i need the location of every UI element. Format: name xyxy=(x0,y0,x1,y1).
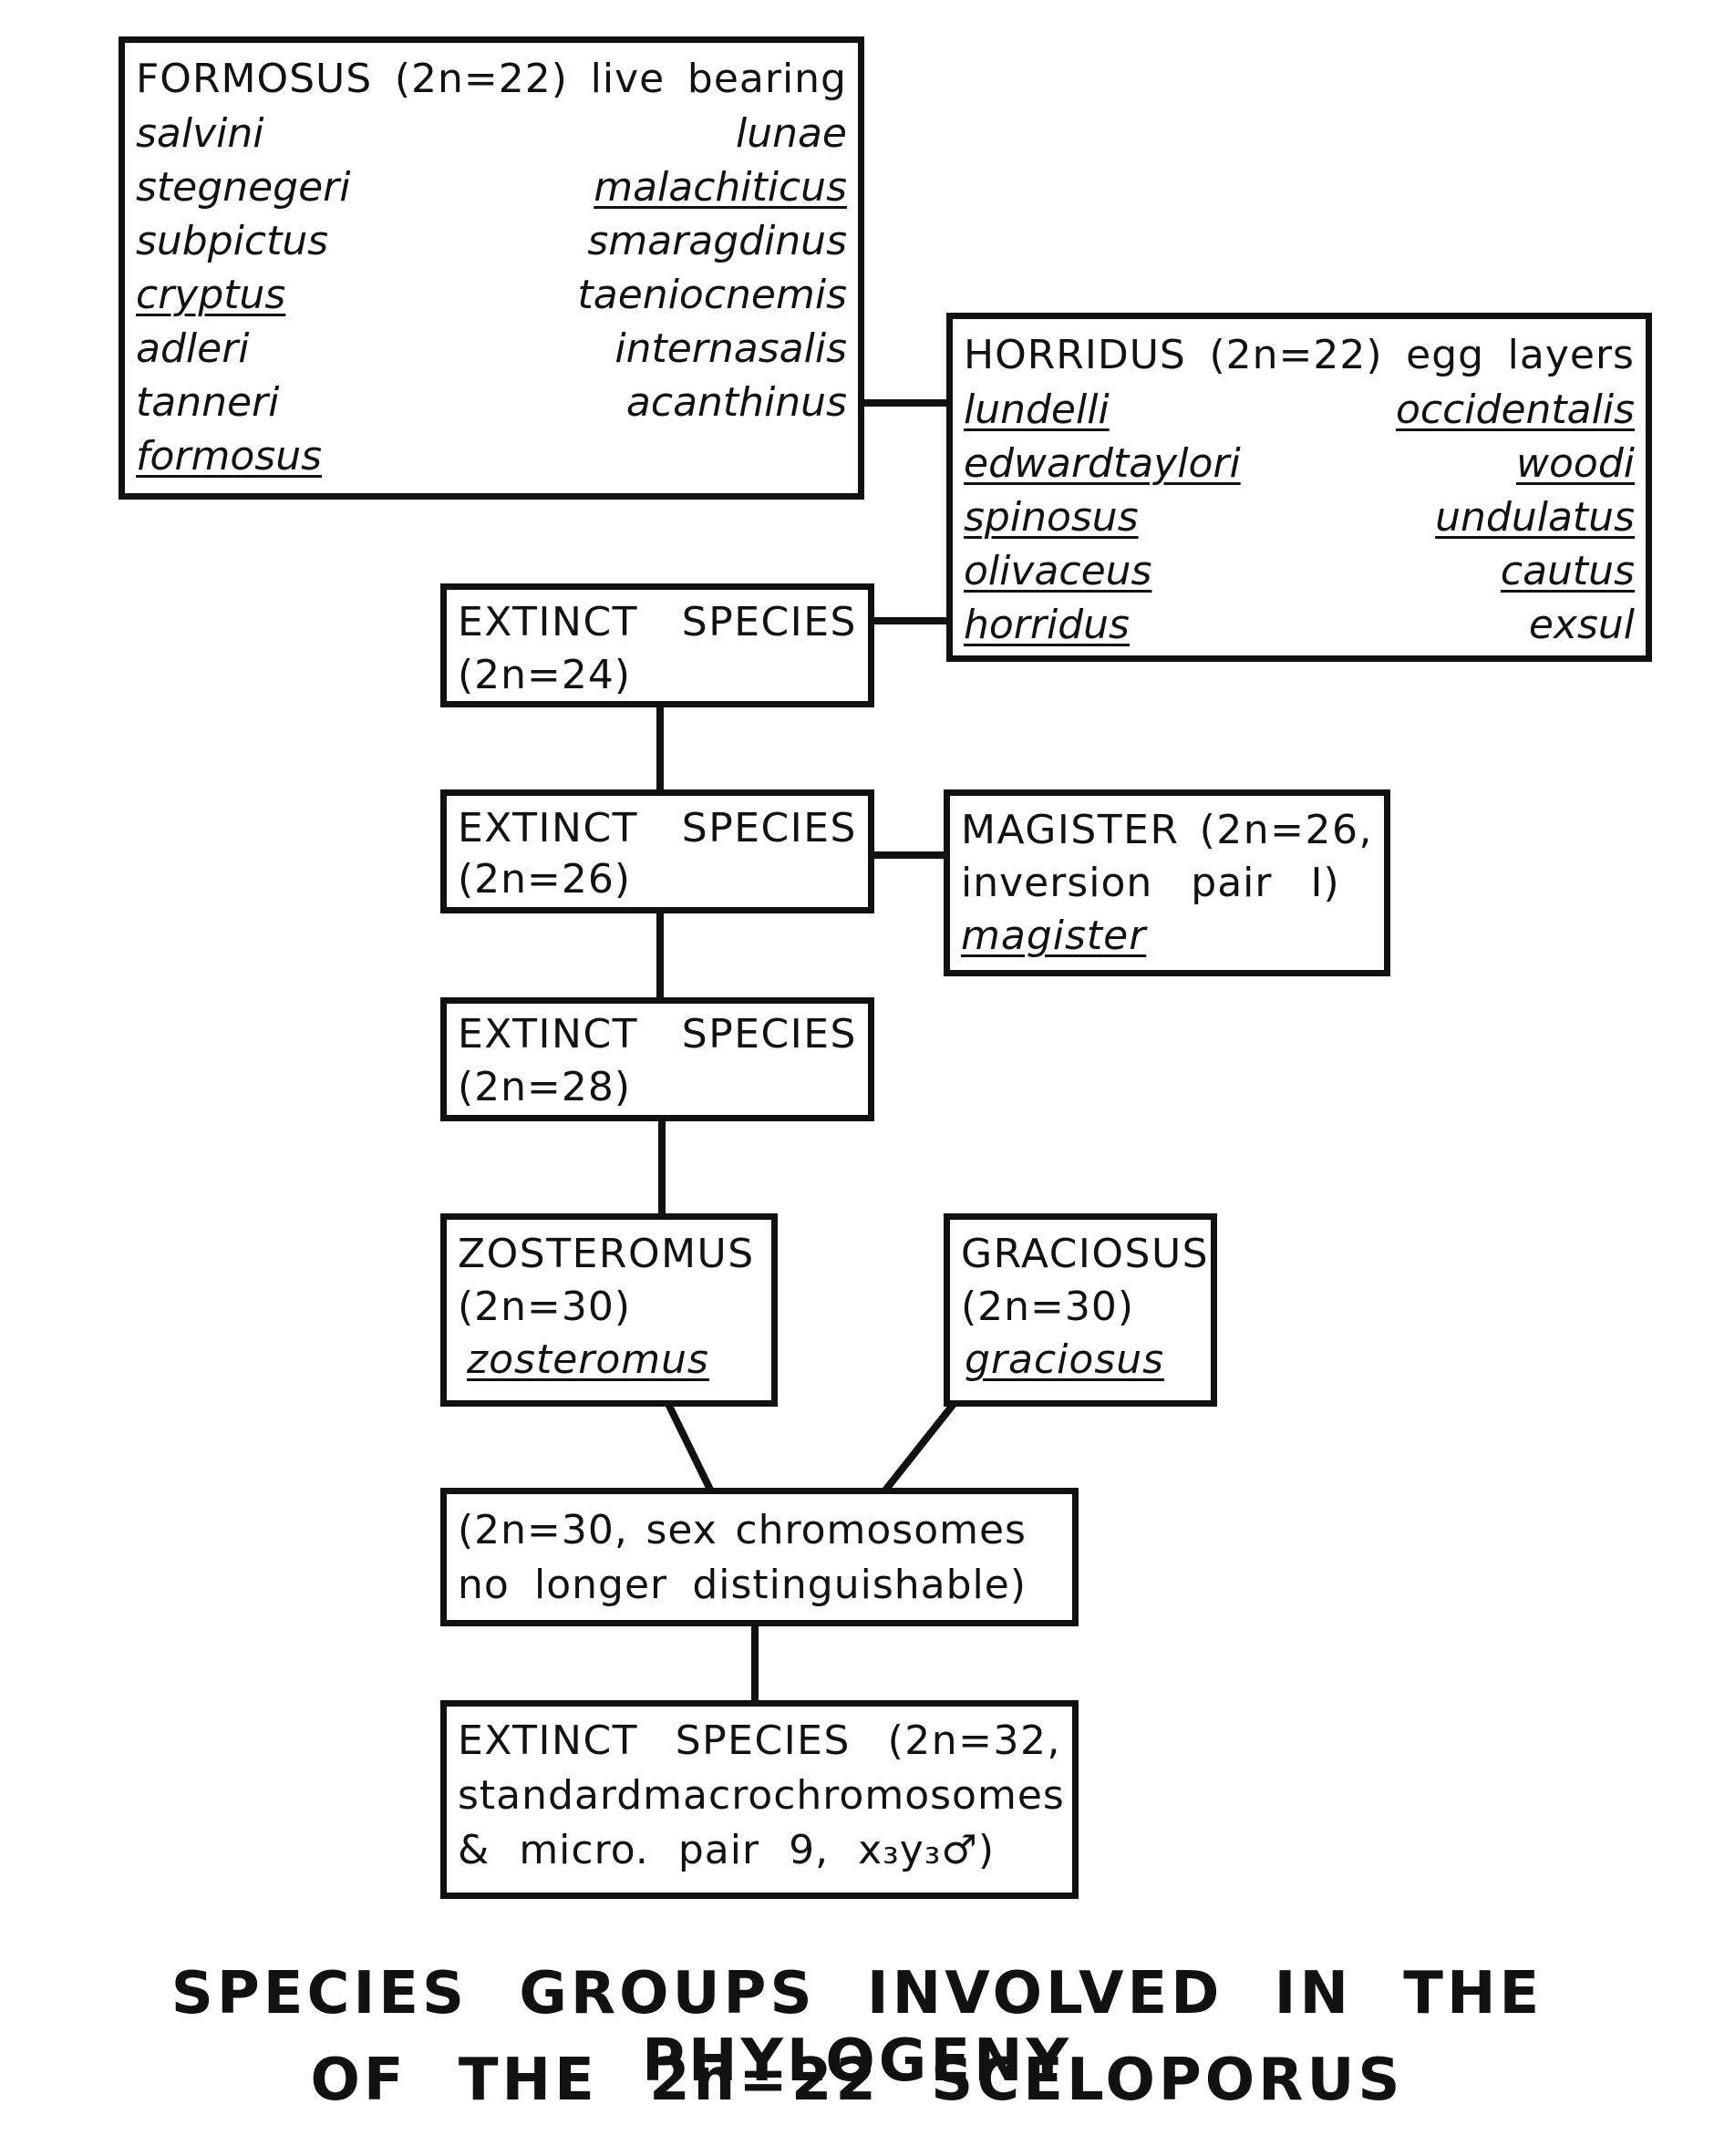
horridus-header-word: layers xyxy=(1507,332,1635,378)
sexbox-word: chromosomes xyxy=(735,1507,1027,1553)
extinct28-word: SPECIES xyxy=(681,1011,857,1057)
magister-group-box: MAGISTER (2n=26, inversion pair I) magis… xyxy=(944,789,1390,976)
zosteromus-chromosome-count: (2n=30) xyxy=(458,1284,632,1330)
extinct26-word: SPECIES xyxy=(681,805,857,851)
extinct24-chromosome-count: (2n=24) xyxy=(458,652,632,698)
sexbox-word: distinguishable) xyxy=(692,1562,1027,1608)
formosus-header: FORMOSUS (2n=22) live bearing xyxy=(136,57,847,101)
species-exsul: exsul xyxy=(1528,602,1635,648)
formosus-left-species-list: salvini stegnegeri subpictus cryptus adleri t… xyxy=(136,111,350,488)
species-woodi: woodi xyxy=(1516,440,1635,487)
extinct24-word: SPECIES xyxy=(681,599,857,645)
connector-extinct24-extinct26 xyxy=(656,703,664,794)
species-acanthinus: acanthinus xyxy=(625,379,847,426)
formosus-header-word: bearing xyxy=(687,56,847,102)
species-edwardtaylori: edwardtaylori xyxy=(964,440,1241,487)
extinct26-word: EXTINCT xyxy=(458,805,639,851)
extinct24-word: EXTINCT xyxy=(458,599,639,645)
extinct32-word: micro. xyxy=(519,1827,649,1873)
formosus-group-box: FORMOSUS (2n=22) live bearing salvini ste… xyxy=(119,36,864,500)
extinct-species-24-box: EXTINCT SPECIES (2n=24) xyxy=(440,583,874,707)
connector-extinct26-extinct28 xyxy=(656,910,664,1001)
horridus-header-word: HORRIDUS xyxy=(964,332,1186,378)
magister-note-word: pair xyxy=(1191,860,1273,906)
species-spinosus: spinosus xyxy=(964,494,1139,541)
connector-extinct26-magister xyxy=(871,851,949,859)
species-horridus: horridus xyxy=(964,602,1130,648)
sexbox-word: (2n=30, xyxy=(458,1507,628,1553)
horridus-group-box: HORRIDUS (2n=22) egg layers lundelli edwa… xyxy=(946,313,1652,662)
extinct28-word: EXTINCT xyxy=(458,1011,639,1057)
species-undulatus: undulatus xyxy=(1435,494,1635,541)
magister-note-word: inversion xyxy=(961,860,1153,906)
extinct-species-32-box: EXTINCT SPECIES (2n=32, standard macroch… xyxy=(440,1700,1079,1899)
species-lunae: lunae xyxy=(735,110,847,157)
species-taeniocnemis: taeniocnemis xyxy=(577,272,847,318)
sexbox-word: sex xyxy=(645,1507,718,1553)
horridus-right-species-list: occidentalis woodi undulatus cautus exsul xyxy=(1396,387,1635,656)
magister-header-word: (2n=26, xyxy=(1199,807,1373,853)
horridus-header-word: egg xyxy=(1406,332,1485,378)
species-magister: magister xyxy=(961,913,1147,959)
species-internasalis: internasalis xyxy=(614,325,847,372)
extinct-species-28-box: EXTINCT SPECIES (2n=28) xyxy=(440,997,874,1121)
horridus-header: HORRIDUS (2n=22) egg layers xyxy=(964,334,1635,377)
connector-extinct24-horridus xyxy=(871,617,949,624)
species-smaragdinus: smaragdinus xyxy=(587,218,847,264)
formosus-header-word: live xyxy=(590,56,666,102)
magister-note-word: I) xyxy=(1310,860,1340,906)
sex-chromosomes-box: (2n=30, sex chromosomes no longer distin… xyxy=(440,1488,1079,1626)
sexbox-word: longer xyxy=(534,1562,668,1608)
horridus-header-word: (2n=22) xyxy=(1209,332,1383,378)
species-subpictus: subpictus xyxy=(136,218,329,264)
species-graciosus: graciosus xyxy=(965,1336,1165,1383)
species-formosus: formosus xyxy=(136,433,323,480)
species-stegnegeri: stegnegeri xyxy=(136,164,351,211)
species-malachiticus: malachiticus xyxy=(594,164,847,211)
extinct32-word: standard xyxy=(458,1772,644,1819)
extinct32-word: & xyxy=(458,1827,490,1873)
species-cautus: cautus xyxy=(1500,548,1635,594)
species-tanneri: tanneri xyxy=(136,379,280,426)
species-zosteromus: zosteromus xyxy=(467,1336,709,1383)
sexbox-word: no xyxy=(458,1562,510,1608)
connector-formosus-horridus xyxy=(862,399,949,407)
species-cryptus: cryptus xyxy=(136,272,286,318)
graciosus-group-box: GRACIOSUS (2n=30) graciosus xyxy=(944,1213,1217,1407)
zosteromus-group-name: ZOSTEROMUS xyxy=(458,1231,755,1277)
species-lundelli: lundelli xyxy=(964,387,1110,433)
graciosus-group-name: GRACIOSUS xyxy=(961,1231,1210,1277)
formosus-header-word: (2n=22) xyxy=(394,56,568,102)
horridus-left-species-list: lundelli edwardtaylori spinosus olivaceus ho… xyxy=(964,387,1241,656)
connector-sexbox-extinct32 xyxy=(751,1623,759,1705)
extinct32-word: pair xyxy=(677,1827,760,1873)
figure-title-line-1: SPECIES GROUPS INVOLVED IN THE PHYLOGENY xyxy=(170,1960,1544,2095)
extinct32-word: (2n=32, xyxy=(887,1718,1061,1764)
formosus-right-species-list: lunae malachiticus smaragdinus taeniocnemis… xyxy=(578,111,847,434)
connector-graciosus-sexbox xyxy=(881,1401,957,1494)
formosus-header-word: FORMOSUS xyxy=(136,56,373,102)
connector-zosteromus-sexbox xyxy=(665,1402,715,1493)
zosteromus-group-box: ZOSTEROMUS (2n=30) zosteromus xyxy=(440,1213,778,1407)
species-adleri: adleri xyxy=(136,325,250,372)
extinct32-word: EXTINCT xyxy=(458,1718,639,1764)
species-occidentalis: occidentalis xyxy=(1395,387,1635,433)
extinct28-chromosome-count: (2n=28) xyxy=(458,1064,632,1110)
extinct32-word: macrochromosomes xyxy=(643,1772,1065,1819)
graciosus-chromosome-count: (2n=30) xyxy=(961,1284,1135,1330)
species-olivaceus: olivaceus xyxy=(964,548,1152,594)
extinct32-sex-formula: x₃y₃♂) xyxy=(858,1827,996,1873)
extinct32-word: 9, xyxy=(789,1827,830,1873)
extinct-species-26-box: EXTINCT SPECIES (2n=26) xyxy=(440,789,874,913)
connector-extinct28-zosteromus xyxy=(658,1120,666,1217)
figure-title-line-2: OF THE 2n=22 SCELOPORUS xyxy=(310,2047,1404,2114)
extinct32-word: SPECIES xyxy=(675,1718,851,1764)
species-salvini: salvini xyxy=(136,110,264,157)
extinct26-chromosome-count: (2n=26) xyxy=(458,856,632,903)
magister-header-word: MAGISTER xyxy=(961,807,1180,853)
